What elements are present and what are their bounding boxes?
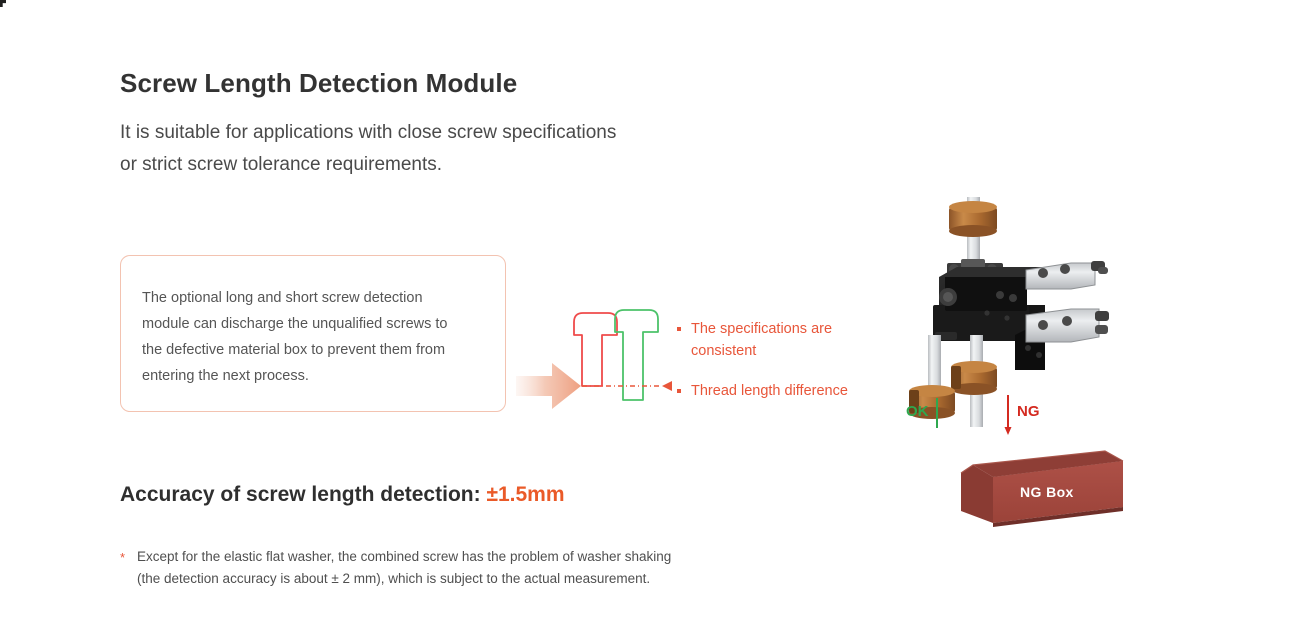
subtitle-line-2: or strict screw tolerance requirements. (120, 154, 443, 175)
detection-module-machine-image (909, 197, 1109, 427)
machine-main-body (933, 267, 1045, 370)
footnote-body: Except for the elastic flat washer, the … (120, 546, 840, 590)
measure-arrowhead-icon (662, 381, 672, 391)
footnote-line-2: (the detection accuracy is about ± 2 mm)… (137, 571, 651, 586)
page-subtitle: It is suitable for applications with clo… (120, 117, 760, 181)
arrow-right-icon (516, 363, 581, 409)
pneumatic-cylinder-lower (1025, 308, 1109, 343)
callout-line-3: the defective material box to prevent th… (142, 342, 446, 358)
annotation-item-1: The specifications are consistent (676, 318, 886, 362)
annotation-2-line-1: Thread length difference (691, 383, 848, 399)
pneumatic-cylinder-upper (1025, 261, 1108, 290)
ng-measure-line (1004, 395, 1012, 435)
screw-short-outline (573, 312, 618, 387)
callout-line-2: module can discharge the unqualified scr… (142, 316, 448, 332)
ok-measure-line (936, 398, 938, 428)
callout-text: The optional long and short screw detect… (142, 285, 482, 389)
annotation-item-2: Thread length difference (676, 380, 886, 402)
description-callout-box: The optional long and short screw detect… (120, 255, 506, 412)
callout-line-1: The optional long and short screw detect… (142, 290, 423, 306)
ng-box-label: NG Box (1020, 484, 1074, 500)
footnote: * Except for the elastic flat washer, th… (120, 546, 840, 590)
annotation-1-line-2: consistent (691, 343, 757, 359)
bullet-dot-icon (677, 327, 681, 331)
diagram-annotation-list: The specifications are consistent Thread… (676, 318, 886, 416)
corner-crop-mark (0, 0, 6, 7)
accuracy-label: Accuracy of screw length detection: (120, 483, 487, 506)
accuracy-statement: Accuracy of screw length detection: ±1.5… (120, 483, 565, 507)
footnote-line-1: Except for the elastic flat washer, the … (137, 549, 672, 564)
bullet-dot-icon (677, 389, 681, 393)
page-title: Screw Length Detection Module (120, 68, 518, 98)
callout-line-4: entering the next process. (142, 368, 309, 384)
annotation-1-line-1: The specifications are (691, 321, 833, 337)
screw-comparison-diagram (573, 309, 672, 401)
footnote-asterisk: * (120, 550, 126, 565)
ok-label: OK (906, 403, 929, 420)
subtitle-line-1: It is suitable for applications with clo… (120, 122, 617, 143)
ng-box-image (960, 450, 1124, 527)
lower-collar-left (909, 385, 955, 419)
screw-long-outline (614, 309, 659, 401)
lower-collar-right (951, 361, 997, 395)
accuracy-value: ±1.5mm (486, 483, 565, 506)
upper-collar (949, 201, 997, 237)
ng-label: NG (1017, 403, 1040, 420)
